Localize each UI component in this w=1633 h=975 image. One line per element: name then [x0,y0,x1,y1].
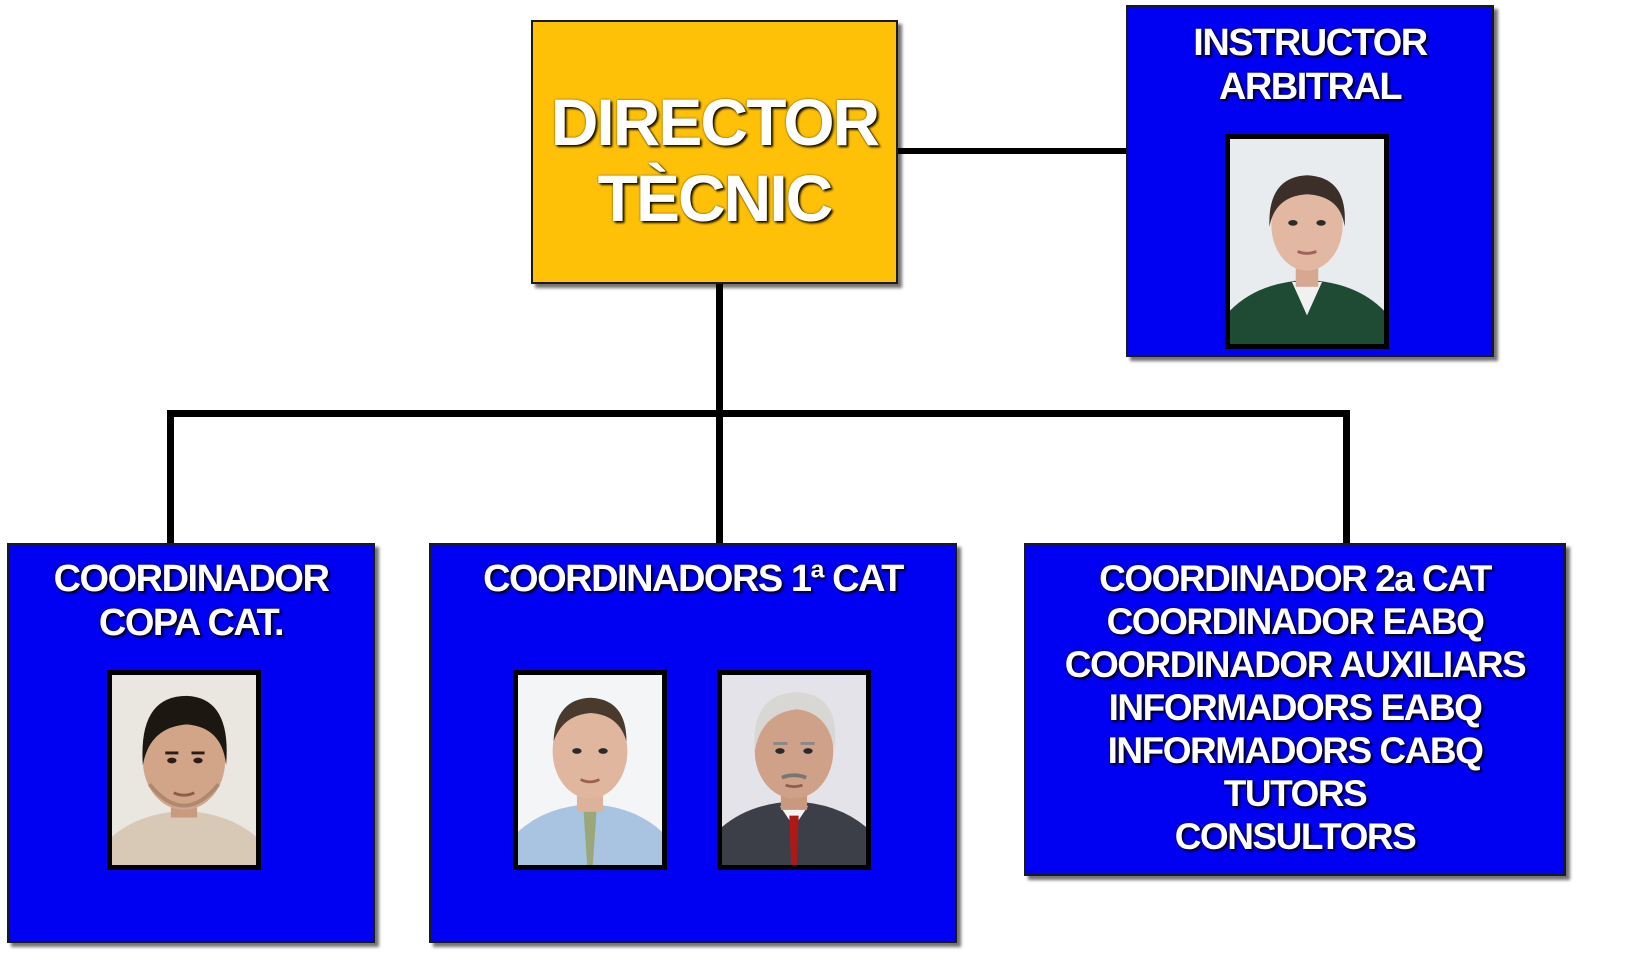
instructor-arbitral-photo [1225,134,1389,349]
director-tecnic-line-1: DIRECTOR [550,85,880,159]
coordinador-segona-box: COORDINADOR 2a CAT COORDINADOR EABQ COOR… [1024,543,1566,876]
segona-line-7: CONSULTORS [1174,816,1417,857]
coordinador-copa-photo [107,670,261,870]
coordinador-copa-line-2: COPA CAT. [98,602,285,644]
coordinadors-primera-photo-1 [513,670,667,870]
coordinadors-primera-box: COORDINADORS 1ª CAT [429,543,957,943]
coordinadors-primera-title: COORDINADORS 1ª CAT [431,557,955,601]
coordinadors-primera-line-1: COORDINADORS 1ª CAT [483,558,904,600]
connector-director-instructor [895,148,1130,154]
segona-line-4: INFORMADORS EABQ [1108,687,1483,728]
director-tecnic-box: DIRECTOR TÈCNIC [531,20,898,284]
connector-to-copa [167,410,174,545]
coordinadors-primera-photo-2 [717,670,871,870]
instructor-arbitral-title: INSTRUCTOR ARBITRAL [1128,21,1492,109]
segona-line-1: COORDINADOR 2a CAT [1099,558,1492,599]
segona-line-2: COORDINADOR EABQ [1106,601,1485,642]
segona-line-3: COORDINADOR AUXILIARS [1064,644,1527,685]
connector-to-segona [1343,410,1350,545]
coordinador-segona-list: COORDINADOR 2a CAT COORDINADOR EABQ COOR… [1026,557,1564,858]
instructor-arbitral-box: INSTRUCTOR ARBITRAL [1126,5,1494,357]
connector-horizontal-bus [167,410,1350,417]
director-tecnic-line-2: TÈCNIC [597,161,834,235]
segona-line-6: TUTORS [1223,773,1368,814]
director-tecnic-title: DIRECTOR TÈCNIC [533,84,896,236]
coordinador-copa-box: COORDINADOR COPA CAT. [7,543,375,943]
instructor-arbitral-line-1: INSTRUCTOR [1193,22,1428,64]
coordinador-copa-line-1: COORDINADOR [53,558,330,600]
segona-line-5: INFORMADORS CABQ [1107,730,1484,771]
coordinador-copa-title: COORDINADOR COPA CAT. [9,557,373,645]
instructor-arbitral-line-2: ARBITRAL [1218,66,1403,108]
